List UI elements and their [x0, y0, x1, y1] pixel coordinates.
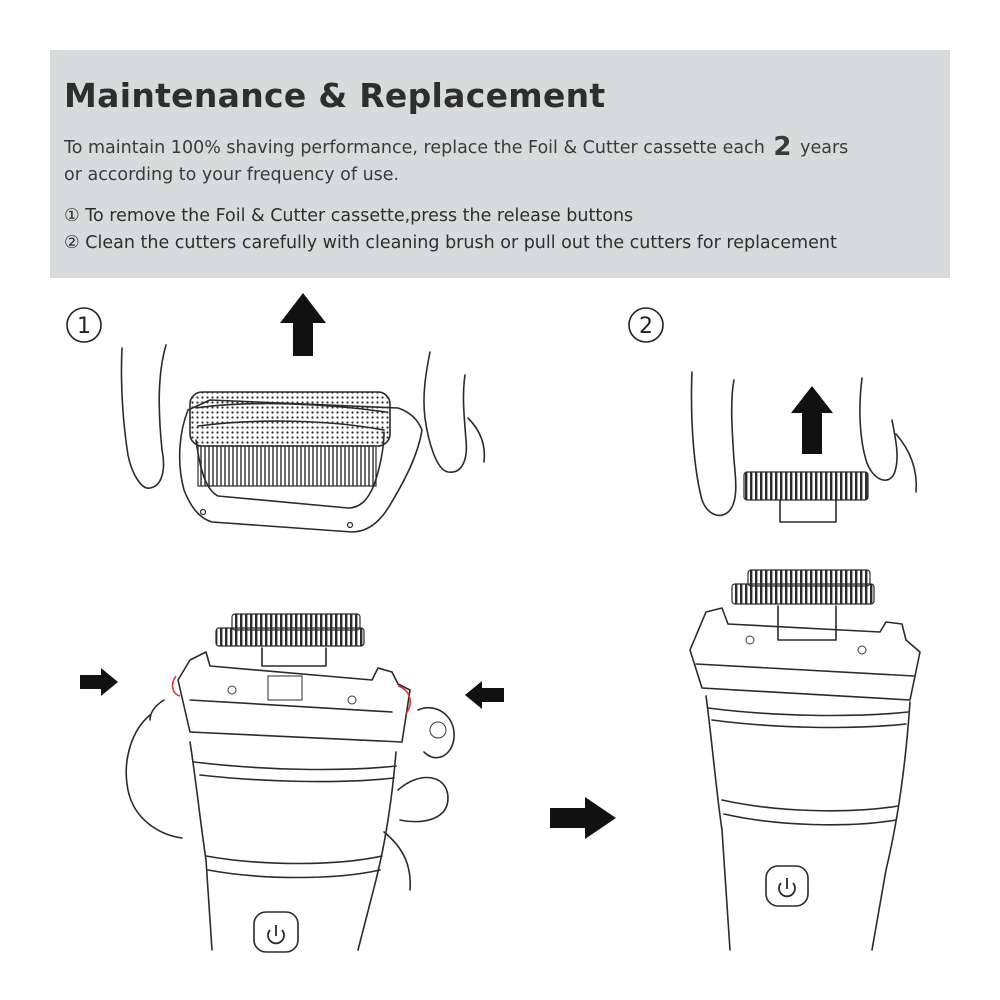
step2-marker: 2 [628, 307, 664, 343]
instruction-panel: Maintenance & Replacement To maintain 10… [50, 50, 950, 278]
page-title: Maintenance & Replacement [64, 76, 606, 115]
arrow-left-icon [465, 681, 504, 709]
step1-number: 1 [77, 314, 91, 339]
replacement-years: 2 [773, 132, 792, 162]
intro-text: To maintain 100% shaving performance, re… [64, 134, 944, 189]
step1-marker: 1 [66, 307, 102, 343]
step-marker-1: ① [64, 206, 80, 226]
step-item-2: ② Clean the cutters carefully with clean… [64, 230, 837, 257]
intro-before: To maintain 100% shaving performance, re… [64, 138, 765, 158]
arrow-right-icon [550, 797, 616, 839]
arrow-right-icon [80, 668, 118, 696]
arrow-up-icon [280, 293, 326, 356]
power-icon [267, 925, 285, 945]
step-item-1: ① To remove the Foil & Cutter cassette,p… [64, 203, 837, 230]
foil-cassette [120, 344, 486, 533]
step-text-1: To remove the Foil & Cutter cassette,pre… [85, 206, 634, 226]
step-text-2: Clean the cutters carefully with cleanin… [85, 233, 837, 253]
step-list: ① To remove the Foil & Cutter cassette,p… [64, 203, 837, 257]
power-icon [778, 878, 796, 898]
shaver-step1 [125, 613, 455, 953]
intro-line2: or according to your frequency of use. [64, 165, 400, 185]
arrow-up-icon [791, 386, 833, 454]
shaver-step2 [689, 569, 921, 951]
step2-number: 2 [639, 314, 653, 339]
step-marker-2: ② [64, 233, 80, 253]
intro-after: years [800, 138, 849, 158]
cutter-removed [690, 371, 918, 523]
